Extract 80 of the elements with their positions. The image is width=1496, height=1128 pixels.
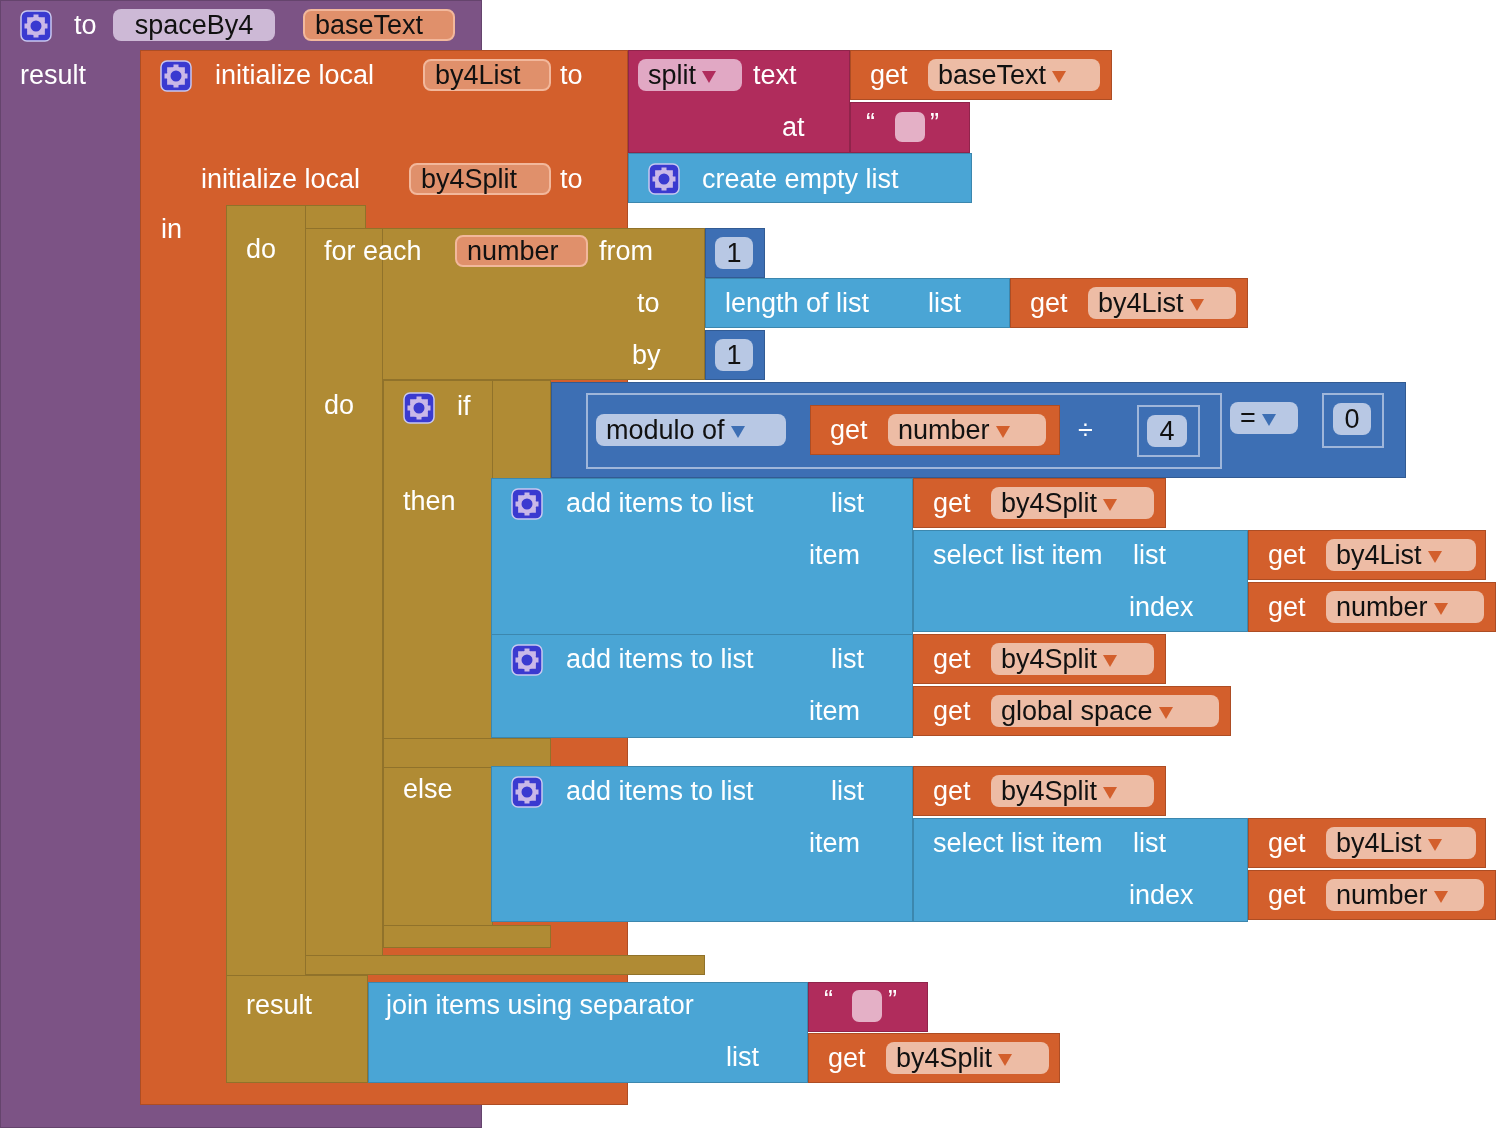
number-field: 0 bbox=[1333, 403, 1371, 435]
block-label: get bbox=[933, 775, 971, 808]
block-label: do bbox=[324, 389, 355, 422]
block-label: get bbox=[830, 414, 868, 447]
block-label: do bbox=[246, 233, 277, 266]
block-label: add items to list bbox=[566, 643, 754, 676]
block-label: join items using separator bbox=[386, 989, 694, 1022]
variable-name-field: by4Split bbox=[409, 163, 551, 195]
dropdown-field: by4Split bbox=[991, 643, 1154, 675]
dropdown-field: global space bbox=[991, 695, 1219, 727]
dropdown-field: baseText bbox=[928, 59, 1100, 91]
dropdown-field: by4List bbox=[1088, 287, 1236, 319]
block-label: if bbox=[457, 390, 471, 423]
block-label: list bbox=[831, 487, 864, 520]
block-label: item bbox=[809, 539, 860, 572]
dropdown-field: = bbox=[1230, 402, 1298, 434]
dropdown-field: split bbox=[638, 59, 742, 91]
dropdown-field: number bbox=[1326, 879, 1484, 911]
number-field: 4 bbox=[1147, 415, 1187, 447]
dropdown-field: modulo of bbox=[596, 414, 786, 446]
number-field: 1 bbox=[715, 237, 753, 269]
dropdown-field: number bbox=[888, 414, 1046, 446]
block-label: get bbox=[933, 643, 971, 676]
block-label: add items to list bbox=[566, 487, 754, 520]
block-label: get bbox=[870, 59, 908, 92]
block-label: text bbox=[753, 59, 797, 92]
variable-name-field: by4List bbox=[423, 59, 551, 91]
block-label: select list item bbox=[933, 539, 1103, 572]
block-label: get bbox=[1268, 879, 1306, 912]
block-label: initialize local bbox=[201, 163, 361, 196]
block-label: to bbox=[560, 59, 583, 92]
block-label: “ bbox=[824, 984, 833, 1017]
block-label: index bbox=[1129, 879, 1194, 912]
variable-name-field: number bbox=[455, 235, 588, 267]
block-label: at bbox=[782, 111, 805, 144]
block-label: get bbox=[933, 487, 971, 520]
block-label: get bbox=[828, 1042, 866, 1075]
block-label: item bbox=[809, 695, 860, 728]
block-label: get bbox=[1268, 591, 1306, 624]
dropdown-field: by4Split bbox=[991, 775, 1154, 807]
block-label: then bbox=[403, 485, 456, 518]
block-label: list bbox=[1133, 827, 1166, 860]
block-label: else bbox=[403, 773, 453, 806]
block-label: to bbox=[637, 287, 660, 320]
block-label: ” bbox=[930, 107, 939, 140]
block-label: select list item bbox=[933, 827, 1103, 860]
block-label: ÷ bbox=[1078, 414, 1093, 447]
block-label: get bbox=[1268, 827, 1306, 860]
variable-name-field: baseText bbox=[303, 9, 455, 41]
number-field: 1 bbox=[715, 339, 753, 371]
block-label: list bbox=[726, 1041, 759, 1074]
block-label: list bbox=[831, 643, 864, 676]
dropdown-field: by4List bbox=[1326, 827, 1476, 859]
dropdown-field: number bbox=[1326, 591, 1484, 623]
block-label: ” bbox=[888, 984, 897, 1017]
block-label: list bbox=[831, 775, 864, 808]
block-label: create empty list bbox=[702, 163, 899, 196]
block-label: for each bbox=[324, 235, 422, 268]
block-label: in bbox=[161, 213, 182, 246]
block-label: result bbox=[20, 59, 87, 92]
block-label: initialize local bbox=[215, 59, 375, 92]
dropdown-field: by4Split bbox=[991, 487, 1154, 519]
block-label: result bbox=[246, 989, 313, 1022]
block-label: get bbox=[1268, 539, 1306, 572]
block-label: index bbox=[1129, 591, 1194, 624]
block-label: from bbox=[599, 235, 653, 268]
dropdown-field: by4List bbox=[1326, 539, 1476, 571]
block-label: length of list bbox=[725, 287, 870, 320]
block-label: get bbox=[933, 695, 971, 728]
dropdown-field: by4Split bbox=[886, 1042, 1049, 1074]
block-label: item bbox=[809, 827, 860, 860]
block-label: by bbox=[632, 339, 661, 372]
block-label: “ bbox=[866, 107, 875, 140]
number-field: spaceBy4 bbox=[113, 9, 275, 41]
block-label: list bbox=[928, 287, 961, 320]
block-label: list bbox=[1133, 539, 1166, 572]
block-label: to bbox=[560, 163, 583, 196]
block-label: to bbox=[74, 9, 97, 42]
block-label: add items to list bbox=[566, 775, 754, 808]
block-label: get bbox=[1030, 287, 1068, 320]
